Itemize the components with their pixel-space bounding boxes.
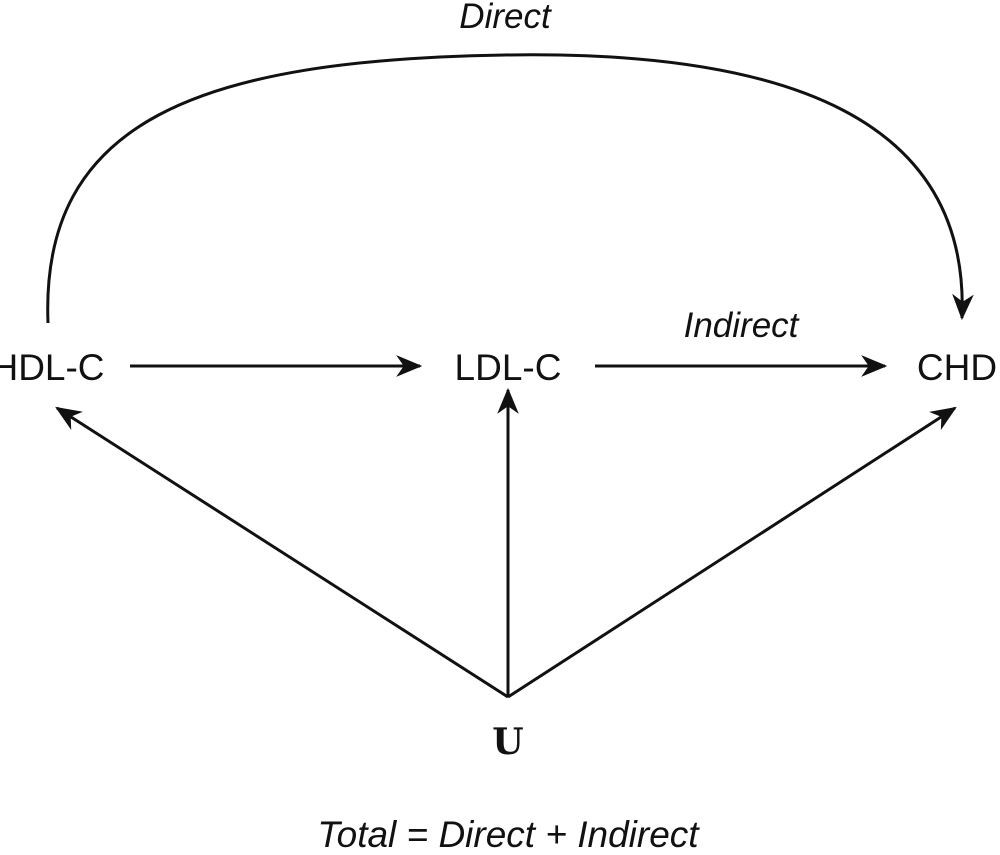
total-formula: Total = Direct + Indirect: [317, 814, 700, 855]
chd-node: CHD: [917, 347, 997, 388]
u-node: U: [492, 721, 523, 763]
direct-label: Direct: [459, 0, 552, 36]
indirect-label: Indirect: [684, 306, 800, 345]
hdl-c-node: HDL-C: [0, 347, 105, 388]
u-to-chd-edge: [507, 406, 957, 699]
ldl-c-node: LDL-C: [455, 347, 562, 388]
u-to-hdl-edge: [55, 406, 509, 699]
direct-edge: [46, 53, 974, 324]
